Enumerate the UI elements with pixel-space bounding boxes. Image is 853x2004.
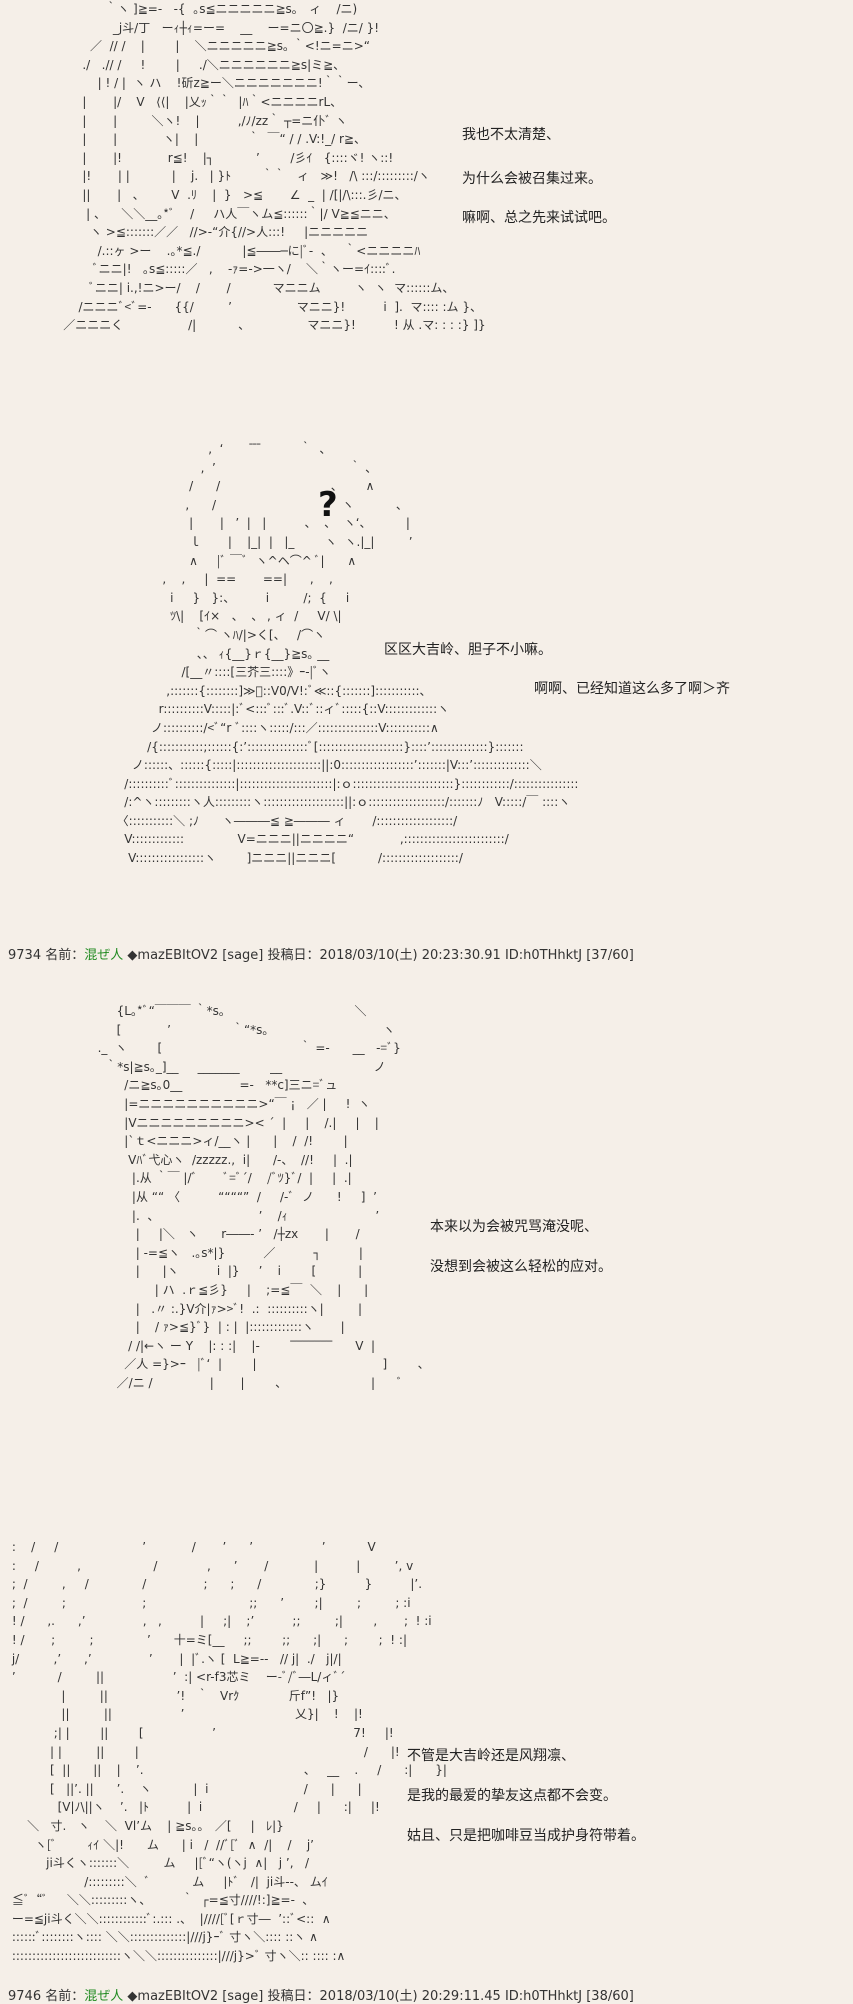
ascii-art-scene-1: ｀ヽ ]≧=- -{ ｡s≦ニニニニニ≧s｡ ィ /ニ) _j斗/丁 ーｨ┼ｨ=… [63, 2, 486, 333]
dialogue-scene-3-line-2: 没想到会被这么轻松的应对。 [430, 1259, 612, 1275]
post-mail: [sage] [222, 1989, 264, 2004]
post-count: [38/60] [586, 1989, 634, 2004]
ascii-art-scene-3: {L｡*ﾞ“￣￣￣ ｀*s｡ ＼ [ ’ ｀“*s｡ ヽ ._ ヽ [ ｀ [97, 1004, 430, 1390]
name-label: 名前： [45, 948, 85, 963]
poster-name: 混ぜ人 [84, 948, 124, 963]
dialogue-scene-4-line-1: 不管是大吉岭还是风翔凛、 [407, 1748, 575, 1764]
dialogue-scene-1-line-2: 为什么会被召集过来。 [462, 171, 602, 187]
post-count: [37/60] [586, 948, 634, 963]
question-mark-glyph: ? [318, 485, 338, 525]
dialogue-scene-1-line-3: 嘛啊、总之先来试试吧。 [462, 210, 616, 226]
poster-trip: ◆mazEBItOV2 [127, 1989, 219, 2004]
post-number[interactable]: 9734 [8, 948, 42, 963]
ascii-art-scene-2: , ‘ ̄ ̄ ̄ ｀ 、 , ’ ｀ 、 / / 、 ∧ [116, 442, 579, 866]
post-date: 2018/03/10(土) 20:23:30.91 [319, 948, 501, 963]
post-number[interactable]: 9746 [8, 1989, 42, 2004]
post-mail: [sage] [222, 948, 264, 963]
post-id[interactable]: ID:h0THhktJ [504, 1989, 583, 2004]
post-id[interactable]: ID:h0THhktJ [504, 948, 583, 963]
date-label: 投稿日： [267, 948, 320, 963]
post-date: 2018/03/10(土) 20:29:11.45 [319, 1989, 501, 2004]
post-header: 9746 名前：混ぜ人 ◆mazEBItOV2 [sage] 投稿日：2018/… [8, 1985, 634, 2004]
date-label: 投稿日： [267, 1989, 320, 2004]
dialogue-scene-2-line-2: 啊啊、已经知道这么多了啊＞齐 [534, 681, 730, 697]
dialogue-scene-2-line-1: 区区大吉岭、胆子不小嘛。 [384, 642, 552, 658]
dialogue-scene-4-line-3: 姑且、只是把咖啡豆当成护身符带着。 [407, 1828, 645, 1844]
dialogue-scene-4-line-2: 是我的最爱的挚友这点都不会变。 [407, 1788, 617, 1804]
post-header: 9734 名前：混ぜ人 ◆mazEBItOV2 [sage] 投稿日：2018/… [8, 944, 634, 963]
dialogue-scene-3-line-1: 本来以为会被咒骂淹没呢、 [430, 1219, 598, 1235]
poster-trip: ◆mazEBItOV2 [127, 948, 219, 963]
ascii-art-scene-4: : / / ’ / ’ ’ ’ V : / , / , ’ / | | ’, v [11, 1540, 447, 1964]
dialogue-scene-1-line-1: 我也不太清楚、 [462, 127, 560, 143]
name-label: 名前： [45, 1989, 85, 2004]
poster-name: 混ぜ人 [84, 1989, 124, 2004]
